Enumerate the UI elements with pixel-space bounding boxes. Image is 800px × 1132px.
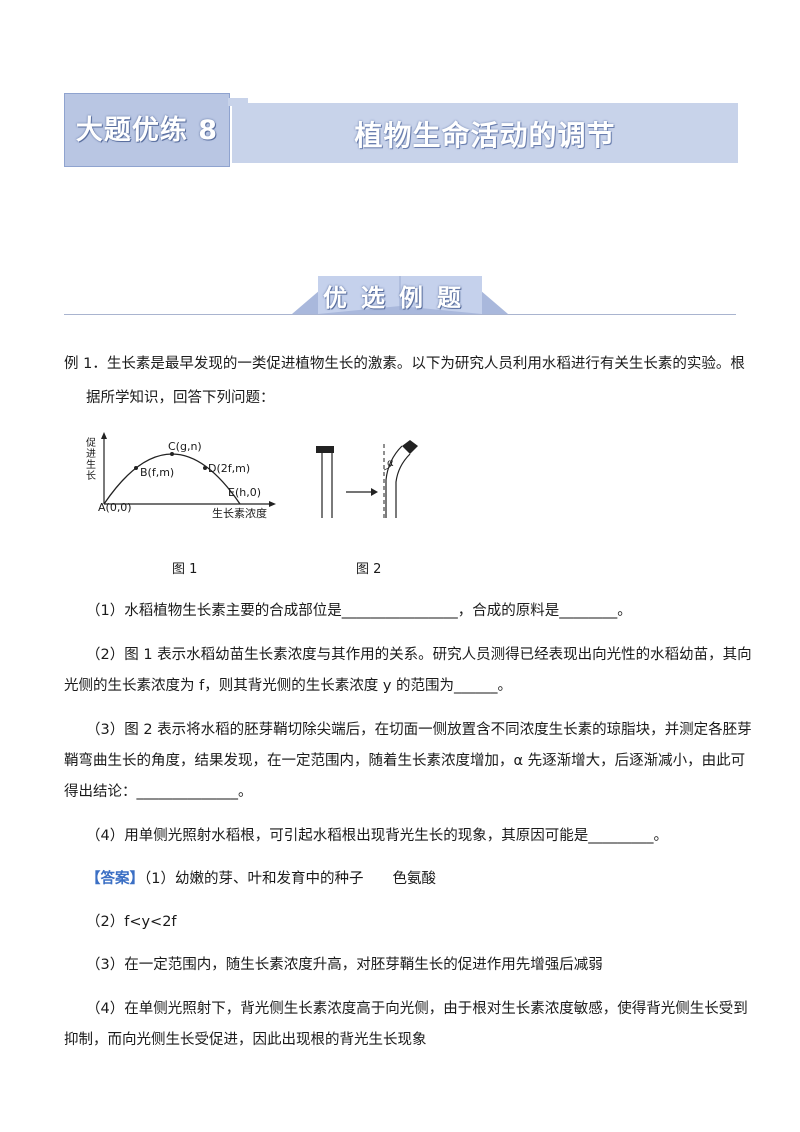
figure-1-caption: 图 1 <box>172 562 198 577</box>
header-title-box <box>232 103 738 163</box>
figure-1-xlabel: 生长素浓度 <box>212 507 267 520</box>
question-2-line-1: （2）图 1 表示水稻幼苗生长素浓度与其作用的关系。研究人员测得已经表现出向光性… <box>86 647 752 663</box>
question-1: （1）水稻植物生长素主要的合成部位是________________，合成的原料… <box>86 603 632 619</box>
figure-2-agar-block-left <box>316 446 334 453</box>
question-3-line-3: 得出结论：______________。 <box>64 784 253 800</box>
figure-1-ylabel: 促进生长 <box>86 438 96 482</box>
figure-1-label-a: A(0,0) <box>98 501 132 514</box>
answer-1: （1）幼嫩的芽、叶和发育中的种子 色氨酸 <box>144 871 436 887</box>
header-badge: 大题优练 8 <box>75 115 219 146</box>
question-3-line-2: 鞘弯曲生长的角度，结果发现，在一定范围内，随着生长素浓度增加，α 先逐渐增大，后… <box>64 753 746 769</box>
answer-4-line-2: 抑制，而向光侧生长受促进，因此出现根的背光生长现象 <box>64 1032 427 1048</box>
figure-1-label-d: D(2f,m) <box>208 462 251 475</box>
header-tab-decoration <box>228 98 248 106</box>
section-title: 优选例题 <box>323 284 475 312</box>
answer-label: 【答案】 <box>86 871 144 887</box>
question-4: （4）用单侧光照射水稻根，可引起水稻根出现背光生长的现象，其原因可能是_____… <box>86 828 668 844</box>
answer-line-1: 【答案】（1）幼嫩的芽、叶和发育中的种子 色氨酸 <box>86 870 436 888</box>
question-2-line-2: 光侧的生长素浓度为 f，则其背光侧的生长素浓度 y 的范围为______。 <box>64 678 513 694</box>
figure-1-point-b <box>134 466 138 470</box>
answer-4-line-1: （4）在单侧光照射下，背光侧生长素浓度高于向光侧，由于根对生长素浓度敏感，使得背… <box>86 1001 748 1017</box>
figure-2-agar-block-right <box>402 440 418 454</box>
figure-1-label-c: C(g,n) <box>168 440 202 453</box>
answer-2: （2）f<y<2f <box>86 914 177 930</box>
question-line-2: 据所学知识，回答下列问题： <box>86 390 275 406</box>
header-badge-box <box>64 93 230 167</box>
question-3-line-1: （3）图 2 表示将水稻的胚芽鞘切除尖端后，在切面一侧放置含不同浓度生长素的琼脂… <box>86 722 752 738</box>
figure-1-graph <box>101 432 276 507</box>
figure-2-caption: 图 2 <box>356 562 382 577</box>
header-title: 植物生命活动的调节 <box>354 119 616 152</box>
figure-1-x-arrow <box>269 501 276 507</box>
section-ribbon-decoration <box>292 276 508 314</box>
question-line-1: 例 1．生长素是最早发现的一类促进植物生长的激素。以下为研究人员利用水稻进行有关… <box>64 356 745 372</box>
figure-1-label-e: E(h,0) <box>228 486 261 499</box>
figure-1-label-b: B(f,m) <box>140 466 175 479</box>
figure-2-angle-label: α <box>387 458 394 469</box>
answer-3: （3）在一定范围内，随生长素浓度升高，对胚芽鞘生长的促进作用先增强后减弱 <box>86 957 603 973</box>
figure-1-point-c <box>170 452 174 456</box>
figure-1-point-d <box>203 466 207 470</box>
figure-1-y-arrow <box>101 432 107 439</box>
figure-2-diagram <box>316 440 418 518</box>
section-divider <box>64 314 736 315</box>
